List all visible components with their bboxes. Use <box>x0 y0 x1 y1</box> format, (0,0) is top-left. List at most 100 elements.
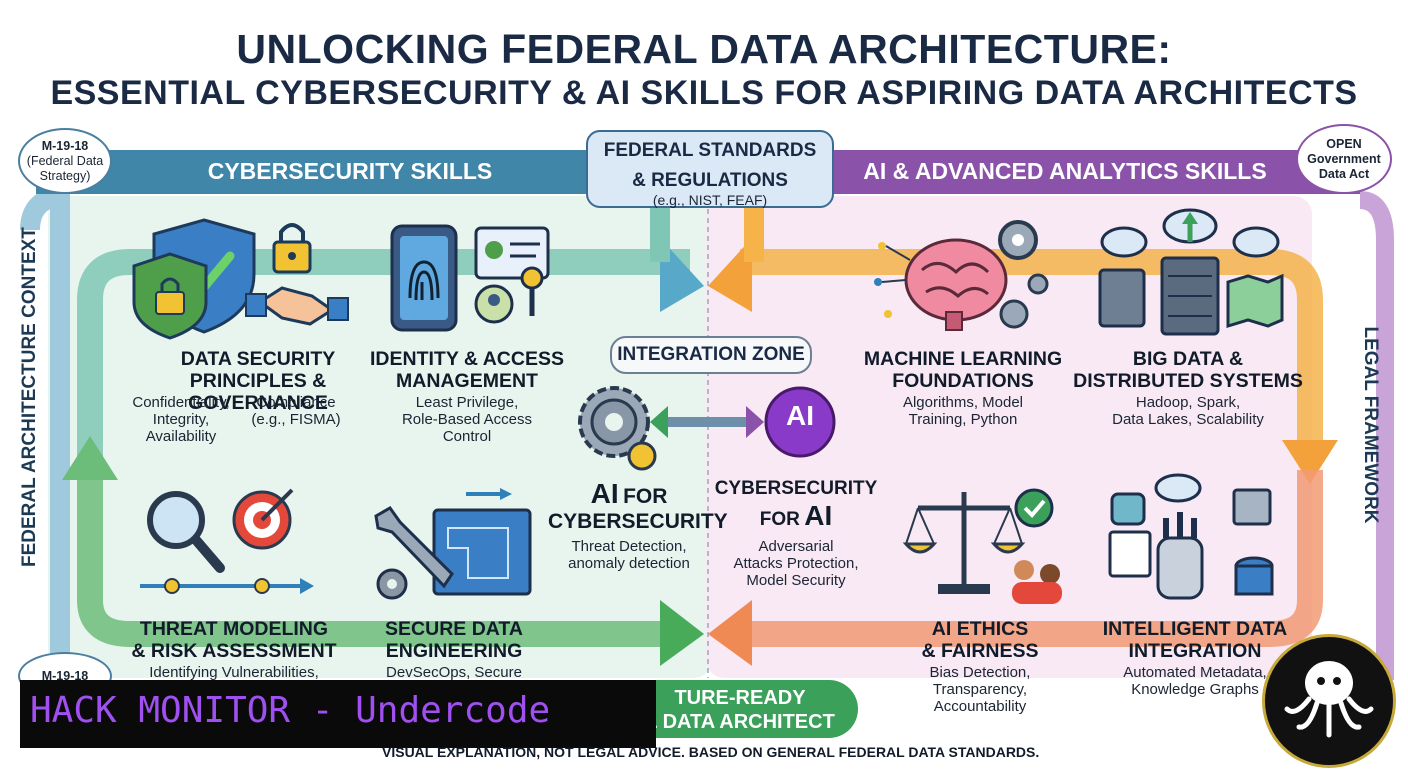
desc-line: Confidentiality, <box>132 394 230 411</box>
card-title-line: SECURE DATA <box>385 618 523 640</box>
desc-line: Knowledge Graphs <box>1131 681 1259 698</box>
card-title-line: FOUNDATIONS <box>892 370 1034 392</box>
desc-line: Availability <box>145 428 217 445</box>
card-title-line: DISTRIBUTED SYSTEMS <box>1073 370 1303 392</box>
cyber-arrowhead-up <box>62 436 118 480</box>
data-security-title: DATA SECURITY PRINCIPLES & GOVERNANCE <box>128 348 388 414</box>
cybersecurity-header-bar <box>36 150 616 194</box>
brain-gears-icon <box>874 220 1049 331</box>
desc-line: anomaly detection <box>568 555 690 572</box>
desc-line: Automated Metadata, <box>1123 664 1267 681</box>
page-subtitle: ESSENTIAL CYBERSECURITY & AI SKILLS FOR … <box>50 74 1358 112</box>
ai-word: AI <box>590 478 619 509</box>
ai-arrowhead-down <box>1282 440 1338 484</box>
cybersecurity-word: CYBERSECURITY <box>548 510 728 533</box>
desc-line: Compliance <box>256 394 336 411</box>
ml-desc: Algorithms, Model Training, Python <box>870 394 1056 428</box>
intelligent-data-integration-desc: Automated Metadata, Knowledge Graphs <box>1100 664 1290 698</box>
ai-arrowhead-top <box>708 238 752 312</box>
page-title: UNLOCKING FEDERAL DATA ARCHITECTURE: <box>236 26 1172 72</box>
cyber-arrowhead-bottom <box>660 600 704 666</box>
desc-line: Accountability <box>933 698 1027 715</box>
card-title-line: MANAGEMENT <box>396 370 538 392</box>
bubble-line: (Federal Data <box>26 153 104 168</box>
card-title-line: MACHINE LEARNING <box>863 348 1063 370</box>
desc-line: Role-Based Access <box>401 411 533 428</box>
cyber-flow-bottom <box>77 460 670 647</box>
m-19-18-bubble: M-19-18 (Federal Data Strategy) <box>18 128 112 194</box>
desc-line: Threat Detection, <box>571 538 687 555</box>
desc-line: Bias Detection, <box>929 664 1031 681</box>
cyber-flow-top <box>77 249 690 480</box>
desc-line: Hadoop, Spark, <box>1135 394 1241 411</box>
ai-flow-bottom <box>740 470 1323 647</box>
ai-ethics-desc: Bias Detection, Transparency, Accountabi… <box>900 664 1060 715</box>
card-title-line: INTELLIGENT DATA <box>1102 618 1288 640</box>
card-title-line: ENGINEERING <box>385 640 523 662</box>
ml-title: MACHINE LEARNING FOUNDATIONS <box>856 348 1070 392</box>
ai-arrowhead-bottom <box>708 600 752 666</box>
desc-line: Training, Python <box>908 411 1018 428</box>
bubble-title: OPEN <box>1326 136 1362 151</box>
for-word: FOR <box>623 485 668 508</box>
disclaimer-footer: VISUAL EXPLANATION, NOT LEGAL ADVICE. BA… <box>382 744 1040 760</box>
frame-left <box>20 184 70 680</box>
ai-badge-text: AI <box>786 400 814 431</box>
desc-line: (e.g., FISMA) <box>251 411 341 428</box>
cloud-server-map-icon <box>1098 208 1284 336</box>
gear-icon <box>578 386 657 471</box>
card-title-line: BIG DATA & <box>1132 348 1244 370</box>
ai-ethics-title: AI ETHICS & FAIRNESS <box>900 618 1060 662</box>
octopus-logo <box>1262 634 1396 768</box>
cybersecurity-word: CYBERSECURITY <box>714 478 878 499</box>
ai-chip-icon <box>764 386 836 458</box>
desc-line: Transparency, <box>932 681 1028 698</box>
card-title-line: THREAT MODELING <box>139 618 329 640</box>
desc-line: Attacks Protection, <box>733 555 859 572</box>
desc-line: Control <box>442 428 492 445</box>
wrench-blueprint-icon <box>374 488 532 600</box>
scales-people-icon <box>902 488 1062 604</box>
integration-zone-label: INTEGRATION ZONE <box>610 336 812 374</box>
cybersecurity-for-ai-desc: Adversarial Attacks Protection, Model Se… <box>714 538 878 589</box>
bubble-line: Strategy) <box>39 168 91 183</box>
data-security-desc-b: Compliance (e.g., FISMA) <box>238 394 354 428</box>
card-title-line: AI ETHICS <box>931 618 1029 640</box>
ai-word: AI <box>804 500 833 531</box>
threat-modeling-title: THREAT MODELING & RISK ASSESSMENT <box>116 618 352 662</box>
magnifier-target-icon <box>140 488 314 594</box>
bidirectional-arrow-icon <box>650 406 764 438</box>
ai-header-bar <box>800 150 1360 194</box>
secure-data-engineering-desc: DevSecOps, Secure <box>386 664 522 681</box>
pill-line: L DATA ARCHITECT <box>645 711 835 733</box>
octopus-icon <box>1284 661 1374 738</box>
desc-line: Model Security <box>746 572 846 589</box>
big-data-desc: Hadoop, Spark, Data Lakes, Scalability <box>1080 394 1296 428</box>
card-title-line: INTEGRATION <box>1128 640 1262 662</box>
desc-line: Data Lakes, Scalability <box>1112 411 1264 428</box>
open-government-data-act-bubble: OPEN Government Data Act <box>1296 124 1392 194</box>
cybersecurity-skills-heading: CYBERSECURITY SKILLS <box>207 158 493 184</box>
big-data-title: BIG DATA & DISTRIBUTED SYSTEMS <box>1072 348 1304 392</box>
for-word: FOR <box>759 509 800 530</box>
robot-hand-data-icon <box>1108 473 1274 600</box>
fingerprint-id-key-icon <box>390 224 550 332</box>
threat-modeling-desc: Identifying Vulnerabilities, <box>149 664 319 681</box>
data-security-desc-a: Confidentiality, Integrity, Availability <box>118 394 244 445</box>
card-title-line: DATA SECURITY <box>180 348 336 370</box>
standards-line2: & REGULATIONS <box>632 170 788 191</box>
secure-data-engineering-title: SECURE DATA ENGINEERING <box>366 618 542 662</box>
desc-line: Integrity, <box>152 411 210 428</box>
intelligent-data-integration-title: INTELLIGENT DATA INTEGRATION <box>1098 618 1292 662</box>
federal-architecture-context-label: FEDERAL ARCHITECTURE CONTEXT <box>19 227 40 567</box>
card-title-line: IDENTITY & ACCESS <box>370 348 564 370</box>
bubble-line: Data Act <box>1318 166 1370 181</box>
legal-framework-label: LEGAL FRAMEWORK <box>1360 326 1381 524</box>
ai-for-cybersecurity-title: AI FOR CYBERSECURITY <box>548 478 728 534</box>
standards-line1: FEDERAL STANDARDS <box>603 140 817 161</box>
card-title-line: & RISK ASSESSMENT <box>131 640 337 662</box>
bubble-title: M-19-18 <box>41 668 89 683</box>
integration-icons <box>578 386 836 471</box>
iam-desc: Least Privilege, Role-Based Access Contr… <box>370 394 564 445</box>
desc-line: Algorithms, Model <box>902 394 1024 411</box>
